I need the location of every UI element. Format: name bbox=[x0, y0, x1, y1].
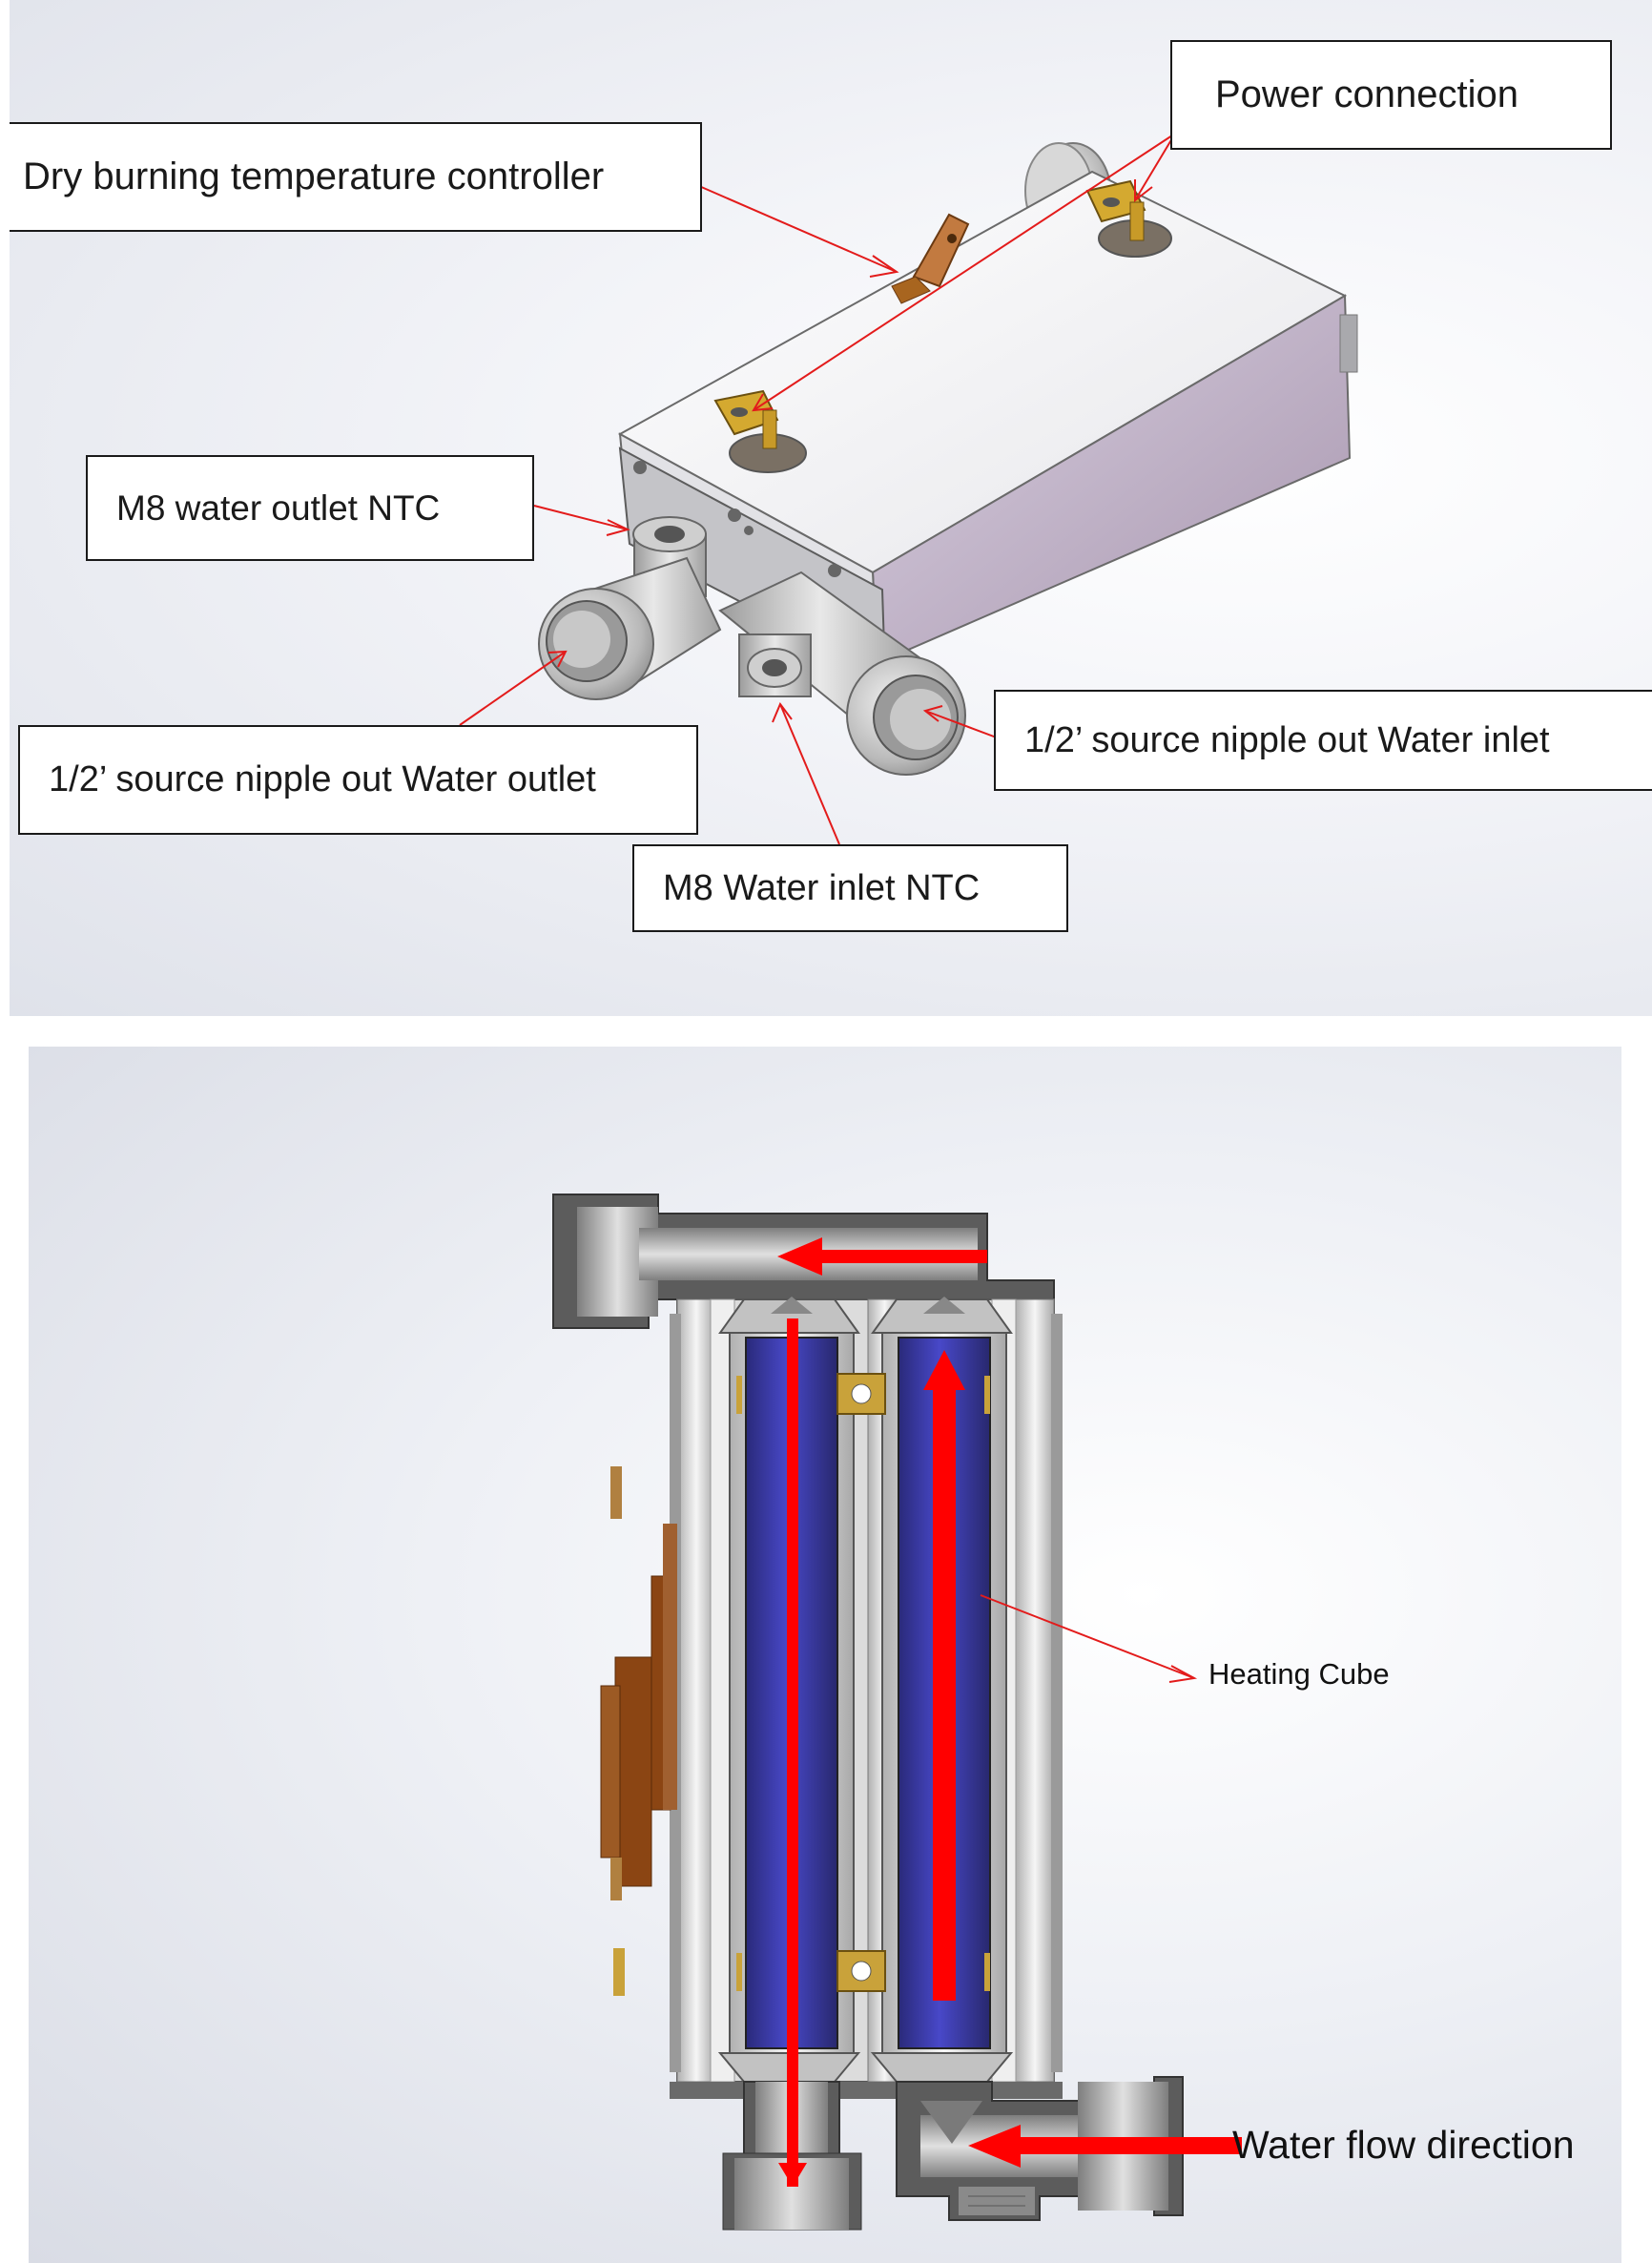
heater-isometric-view: Dry burning temperature controller Power… bbox=[10, 0, 1652, 1016]
callout-water-outlet: 1/2’ source nipple out Water outlet bbox=[18, 725, 698, 835]
callout-outlet-ntc-text: M8 water outlet NTC bbox=[116, 488, 441, 528]
heating-cube-leader bbox=[980, 1594, 1198, 1683]
heater-isometric-drawing bbox=[459, 133, 1358, 845]
callout-power-text: Power connection bbox=[1215, 73, 1518, 115]
power-terminal-rear bbox=[1085, 179, 1146, 241]
callout-outlet-ntc: M8 water outlet NTC bbox=[86, 455, 534, 561]
thermostat-tab bbox=[891, 213, 970, 304]
heater-section-drawing bbox=[552, 1194, 1242, 2231]
callout-power-connection: Power connection bbox=[1170, 40, 1612, 150]
thermostat-side bbox=[600, 1466, 677, 1996]
power-terminal-front bbox=[713, 389, 779, 449]
water-inlet-pipe bbox=[718, 571, 966, 776]
callout-inlet-ntc-text: M8 Water inlet NTC bbox=[663, 867, 981, 908]
callout-water-outlet-text: 1/2’ source nipple out Water outlet bbox=[49, 759, 596, 799]
flow-arrows bbox=[777, 1237, 1242, 2187]
label-heating-cube: Heating Cube bbox=[1208, 1657, 1390, 1691]
label-water-flow-direction: Water flow direction bbox=[1232, 2123, 1575, 2167]
outlet-pipe-bottom bbox=[722, 2081, 862, 2231]
heater-section-view: Heating Cube Water flow direction bbox=[29, 1047, 1621, 2263]
callout-dry-burning-text: Dry burning temperature controller bbox=[23, 156, 605, 197]
callout-water-inlet-text: 1/2’ source nipple out Water inlet bbox=[1024, 719, 1550, 760]
water-outlet-pipe bbox=[538, 556, 722, 700]
callout-inlet-ntc: M8 Water inlet NTC bbox=[632, 844, 1068, 932]
callout-water-inlet: 1/2’ source nipple out Water inlet bbox=[994, 690, 1652, 791]
terminal-top bbox=[836, 1373, 886, 1415]
terminal-bottom bbox=[836, 1950, 886, 1992]
callout-dry-burning-controller: Dry burning temperature controller bbox=[10, 122, 702, 232]
leader-lines bbox=[459, 133, 1176, 845]
